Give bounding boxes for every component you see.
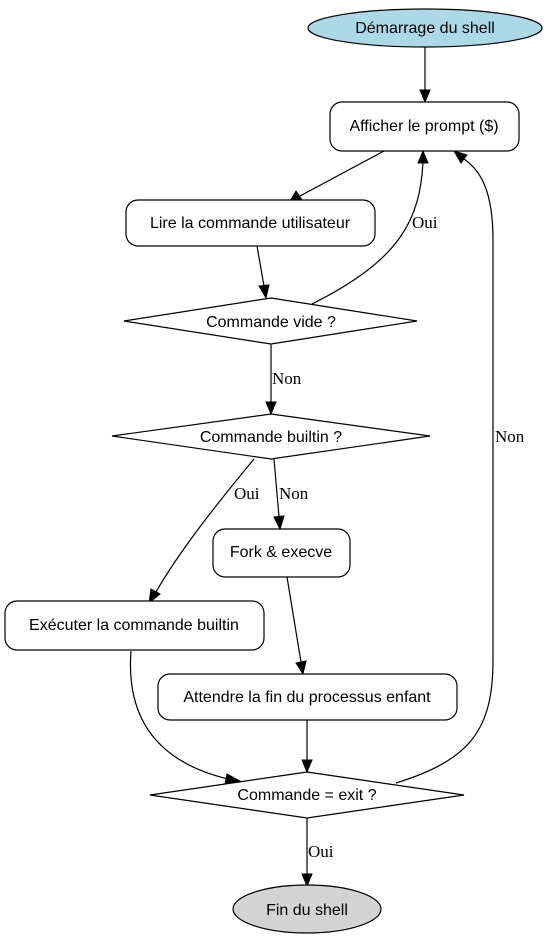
node-start-label: Démarrage du shell <box>355 20 495 37</box>
edge-exec-to-exit <box>129 650 229 780</box>
arrowhead <box>301 759 313 774</box>
edges <box>129 46 494 888</box>
node-start: Démarrage du shell <box>307 8 543 48</box>
edge-label-builtin-yes: Oui <box>234 484 260 503</box>
start-ellipse <box>307 8 543 48</box>
edge-label-exit-no: Non <box>495 427 525 446</box>
arrowhead <box>301 873 313 888</box>
edge-empty-to-prompt-yes <box>311 161 424 305</box>
node-exec-builtin: Exécuter la commande builtin <box>4 600 265 651</box>
node-exit: Commande = exit ? <box>149 771 465 819</box>
edge-builtin-to-fork-no <box>273 458 280 518</box>
builtin-diamond <box>111 413 431 460</box>
edge-label-empty-no: Non <box>272 369 302 388</box>
edge-label-empty-yes: Oui <box>412 213 438 232</box>
exit-diamond <box>149 771 465 819</box>
read-box <box>125 199 376 247</box>
prompt-box <box>329 101 520 152</box>
edge-label-exit-yes: Oui <box>308 842 334 861</box>
arrowhead <box>258 284 270 300</box>
wait-box <box>157 673 458 721</box>
arrowhead <box>265 401 277 416</box>
node-read: Lire la commande utilisateur <box>125 199 376 247</box>
edge-fork-to-wait <box>286 576 302 663</box>
node-end-label: Fin du shell <box>266 902 348 919</box>
node-prompt-label: Afficher le prompt ($) <box>349 118 498 135</box>
node-fork-label: Fork & execve <box>230 544 332 561</box>
node-empty-label: Commande vide ? <box>206 314 336 331</box>
arrowhead <box>417 149 429 164</box>
node-fork: Fork & execve <box>212 528 351 578</box>
node-wait-label: Attendre la fin du processus enfant <box>183 689 431 706</box>
node-exit-label: Commande = exit ? <box>237 787 376 804</box>
edge-builtin-to-exec-yes <box>155 458 255 593</box>
empty-diamond <box>123 297 418 345</box>
arrowhead <box>273 515 285 531</box>
node-empty: Commande vide ? <box>123 297 418 345</box>
exec-builtin-box <box>4 600 265 651</box>
node-end: Fin du shell <box>232 884 382 934</box>
edge-label-builtin-no: Non <box>279 484 309 503</box>
fork-box <box>212 528 351 578</box>
arrowhead <box>419 89 431 104</box>
node-prompt: Afficher le prompt ($) <box>329 101 520 152</box>
edge-read-to-empty <box>256 245 265 287</box>
edge-labels: Oui Non Oui Non Non Oui <box>234 213 525 861</box>
node-builtin-label: Commande builtin ? <box>200 429 342 446</box>
arrowhead <box>148 588 161 605</box>
node-wait: Attendre la fin du processus enfant <box>157 673 458 721</box>
edge-prompt-to-read <box>299 150 385 197</box>
arrowhead <box>452 150 468 164</box>
nodes: Démarrage du shell Afficher le prompt ($… <box>4 8 543 934</box>
node-builtin: Commande builtin ? <box>111 413 431 460</box>
end-ellipse <box>232 884 382 934</box>
edge-exit-to-prompt-no <box>395 158 494 784</box>
node-read-label: Lire la commande utilisateur <box>150 215 351 232</box>
node-exec-builtin-label: Exécuter la commande builtin <box>29 617 239 634</box>
arrowhead <box>295 660 307 676</box>
